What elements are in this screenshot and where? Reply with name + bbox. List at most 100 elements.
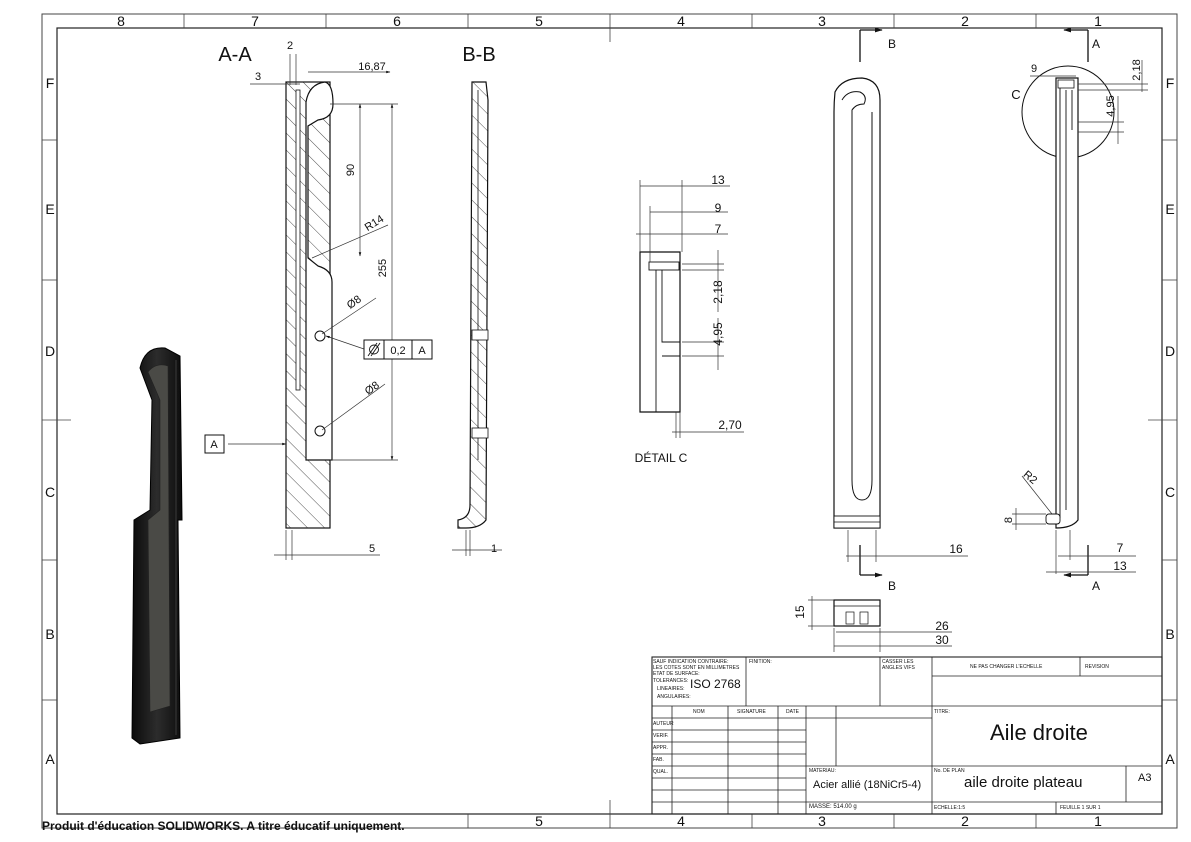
zone-row-e-right: E [1165,201,1174,217]
tb-revision: REVISION [1085,664,1109,670]
tb-row-appr: APPR. [653,745,669,751]
section-marker-b-top: B [888,37,896,51]
datum-a-label: A [210,439,218,451]
front-view: B B 16 [833,27,968,593]
section-bb-title: B-B [462,44,495,66]
zone-row-b-right: B [1165,626,1174,642]
inner-border [56,27,1163,815]
tb-row-qual: QUAL. [653,769,669,775]
tb-general-2: LES COTES SONT EN MILLIMETRES [653,665,740,671]
detail-c-marker: C [1011,87,1020,102]
dim-right-8: 8 [1003,517,1015,523]
section-aa-view: A-A 2 3 16,87 90 R14 255 Ø8 Ø8 5 [204,40,433,560]
dim-aa-5: 5 [369,543,375,555]
dim-right-4-95: 4,95 [1105,95,1117,116]
detail-c-title: DÉTAIL C [635,450,688,465]
isometric-view [131,347,183,745]
tb-iso: ISO 2768 [690,677,741,691]
dim-right-9: 9 [1031,63,1037,75]
zone-col-1: 1 [1094,13,1102,29]
title-block-grid [651,656,1163,815]
dim-aa-255: 255 [377,259,389,277]
tb-plan: aile droite plateau [964,774,1083,791]
dim-c-2-18: 2,18 [711,280,725,304]
dim-c-13: 13 [711,173,725,187]
tb-masse: MASSE: 514.00 g [809,804,857,810]
outer-border [41,13,1178,829]
zone-col-3: 3 [818,13,826,29]
tolerance-datum: A [418,345,426,357]
zone-row-b: B [45,626,54,642]
dim-bb-1: 1 [491,543,497,555]
dim-bottom-15: 15 [793,605,807,619]
tb-plan-label: No. DE PLAN [934,768,965,774]
dim-aa-hole1: Ø8 [345,293,364,311]
zone-row-c: C [45,484,55,500]
datum-a-box [204,434,225,454]
tb-angles: ANGLES VIFS [882,665,915,671]
tolerance-value: 0,2 [390,345,405,357]
tb-no-scale: NE PAS CHANGER L'ECHELLE [970,664,1043,670]
dim-aa-90: 90 [345,164,357,176]
tb-general-4: TOLERANCES: [653,678,689,684]
zone-col-2: 2 [961,13,969,29]
dim-aa-2: 2 [287,40,293,52]
tb-general-3: ETAT DE SURFACE: [653,671,700,677]
section-marker-b-bottom: B [888,579,896,593]
zone-row-a-right: A [1165,751,1175,767]
dim-right-13: 13 [1113,559,1127,573]
detail-c-view: 13 9 7 2,18 4,95 2,70 DÉTAIL C [635,173,744,465]
zone-row-f-right: F [1166,75,1175,91]
dim-right-2-18: 2,18 [1131,59,1143,80]
tb-echelle: ECHELLE:1:5 [934,805,966,811]
zone-col-3-bottom: 3 [818,813,826,829]
zone-labels: 8 7 6 5 4 3 2 1 5 4 3 2 1 F E D C B A F … [45,13,1175,829]
tb-row-auteur: AUTEUR [653,721,674,727]
dim-c-9: 9 [715,201,722,215]
section-bb-view: B-B 1 [452,44,502,556]
cylindricity-icon [367,342,381,357]
zone-col-4: 4 [677,13,685,29]
section-marker-a-top: A [1092,37,1100,51]
section-aa-title: A-A [218,44,252,66]
dim-c-2-70: 2,70 [718,418,742,432]
zone-col-5-bottom: 5 [535,813,543,829]
dim-bottom-26: 26 [935,619,949,633]
bottom-view: 15 26 30 [793,596,952,652]
tb-general-5: LINEAIRES: [657,686,685,692]
tb-format: A3 [1138,772,1152,784]
tb-materiau-label: MATERIAU: [809,768,836,774]
zone-col-4-bottom: 4 [677,813,685,829]
zone-col-8: 8 [117,13,125,29]
dim-c-7: 7 [715,222,722,236]
right-view: A A C 9 2,18 4,95 R2 8 7 13 [1003,27,1148,593]
dim-aa-16-87: 16,87 [358,61,386,73]
tb-general-6: ANGULAIRES: [657,694,691,700]
drawing-title: Aile droite [990,720,1088,745]
educational-watermark: Produit d'éducation SOLIDWORKS. A titre … [42,819,405,833]
zone-row-e: E [45,201,54,217]
tb-finition: FINITION: [749,659,772,665]
zone-row-a: A [45,751,55,767]
tb-feuille: FEUILLE 1 SUR 1 [1060,805,1101,811]
tb-col-signature: SIGNATURE [737,709,766,715]
tb-row-fab: FAB. [653,757,664,763]
zone-ticks [42,14,1177,828]
tb-titre-label: TITRE: [934,709,950,715]
dim-bottom-30: 30 [935,633,949,647]
zone-col-2-bottom: 2 [961,813,969,829]
tb-col-nom: NOM [693,709,705,715]
dim-right-r2: R2 [1021,469,1039,487]
zone-col-6: 6 [393,13,401,29]
dim-front-16: 16 [949,542,963,556]
tb-casser: CASSER LES [882,659,914,665]
tb-col-date: DATE [786,709,799,715]
zone-row-d: D [45,343,55,359]
tb-material: Acier allié (18NiCr5-4) [813,779,922,791]
zone-col-5: 5 [535,13,543,29]
dim-right-7: 7 [1117,541,1124,555]
dim-aa-hole2: Ø8 [363,379,382,397]
tolerance-frame: 0,2 A [363,339,433,360]
zone-row-c-right: C [1165,484,1175,500]
